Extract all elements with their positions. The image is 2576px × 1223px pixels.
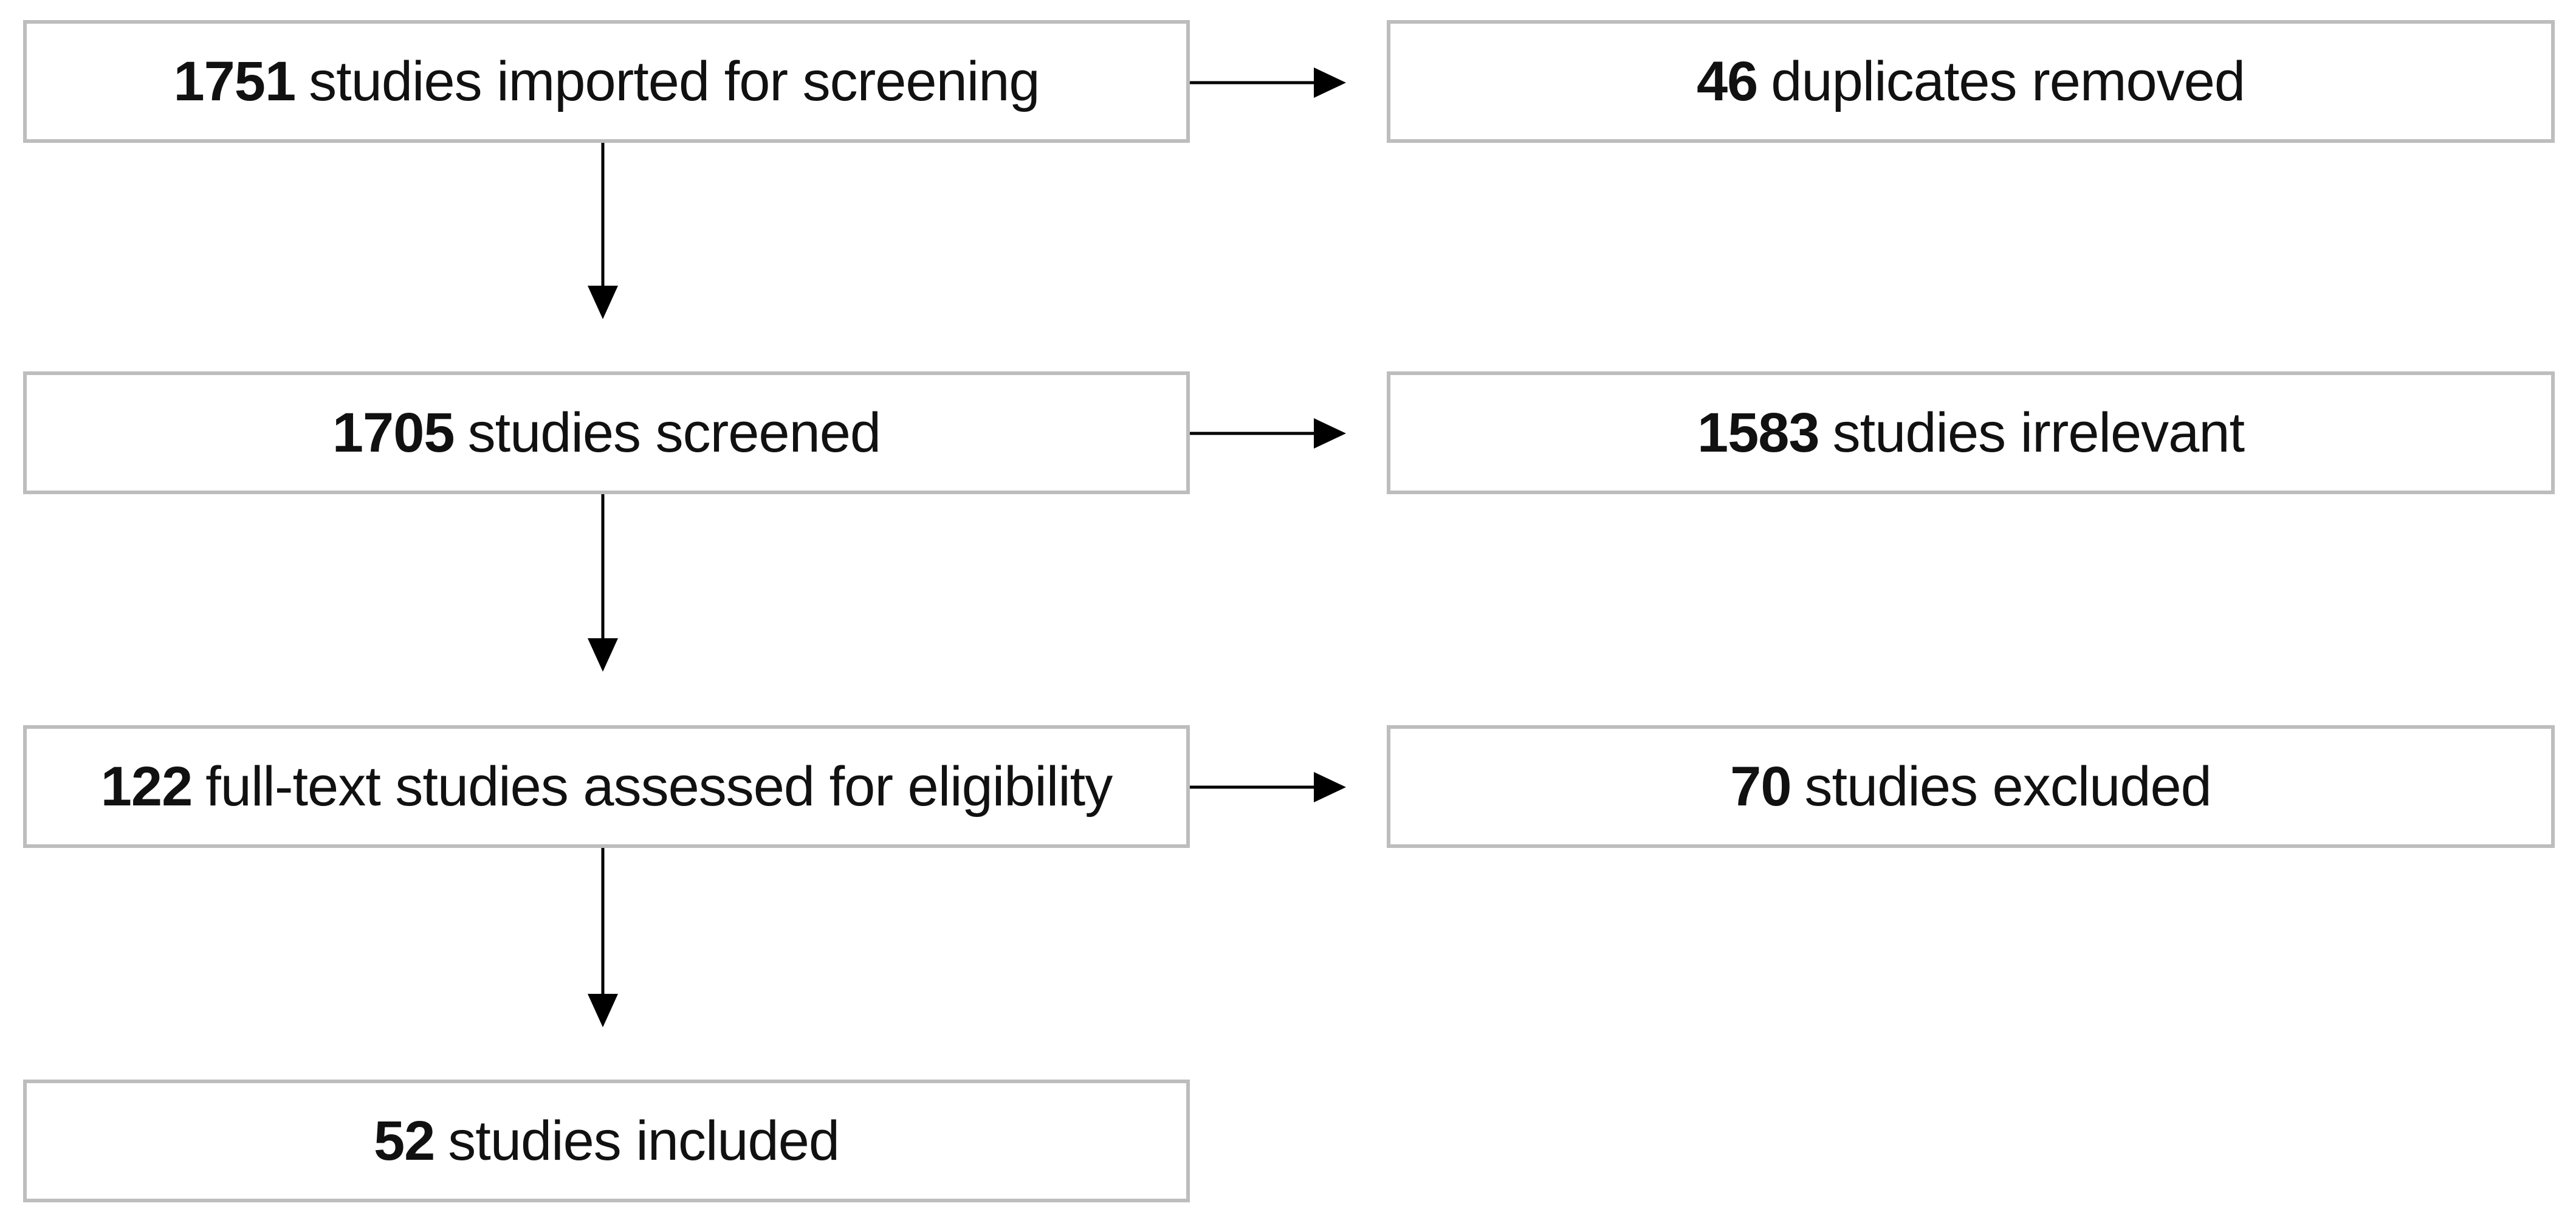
imported-box: 1751 studies imported for screening [23,20,1190,143]
included-label: studies included [448,1110,840,1172]
irrelevant-box: 1583 studies irrelevant [1387,371,2555,494]
irrelevant-count: 1583 [1697,402,1820,464]
excluded-label: studies excluded [1804,756,2212,818]
irrelevant-label: studies irrelevant [1832,402,2245,464]
arrow-screened-to-irrelevant [1190,418,1346,449]
excluded-box: 70 studies excluded [1387,725,2555,848]
duplicates-count: 46 [1696,50,1758,112]
screened-label: studies screened [467,402,882,464]
arrow-fulltext-to-included [588,848,618,1027]
arrow-imported-to-screened [588,143,618,319]
excluded-count: 70 [1730,756,1791,818]
screened-box: 1705 studies screened [23,371,1190,494]
imported-count: 1751 [173,50,296,112]
duplicates-box: 46 duplicates removed [1387,20,2555,143]
fulltext-box: 122 full-text studies assessed for eligi… [23,725,1190,848]
included-box: 52 studies included [23,1080,1190,1202]
included-count: 52 [373,1110,435,1172]
fulltext-label: full-text studies assessed for eligibili… [205,756,1113,818]
imported-label: studies imported for screening [309,50,1040,112]
arrow-fulltext-to-excluded [1190,772,1346,802]
screened-count: 1705 [332,402,455,464]
arrow-screened-to-fulltext [588,494,618,672]
fulltext-count: 122 [100,756,193,818]
arrow-imported-to-duplicates [1190,67,1346,98]
duplicates-label: duplicates removed [1771,50,2245,112]
